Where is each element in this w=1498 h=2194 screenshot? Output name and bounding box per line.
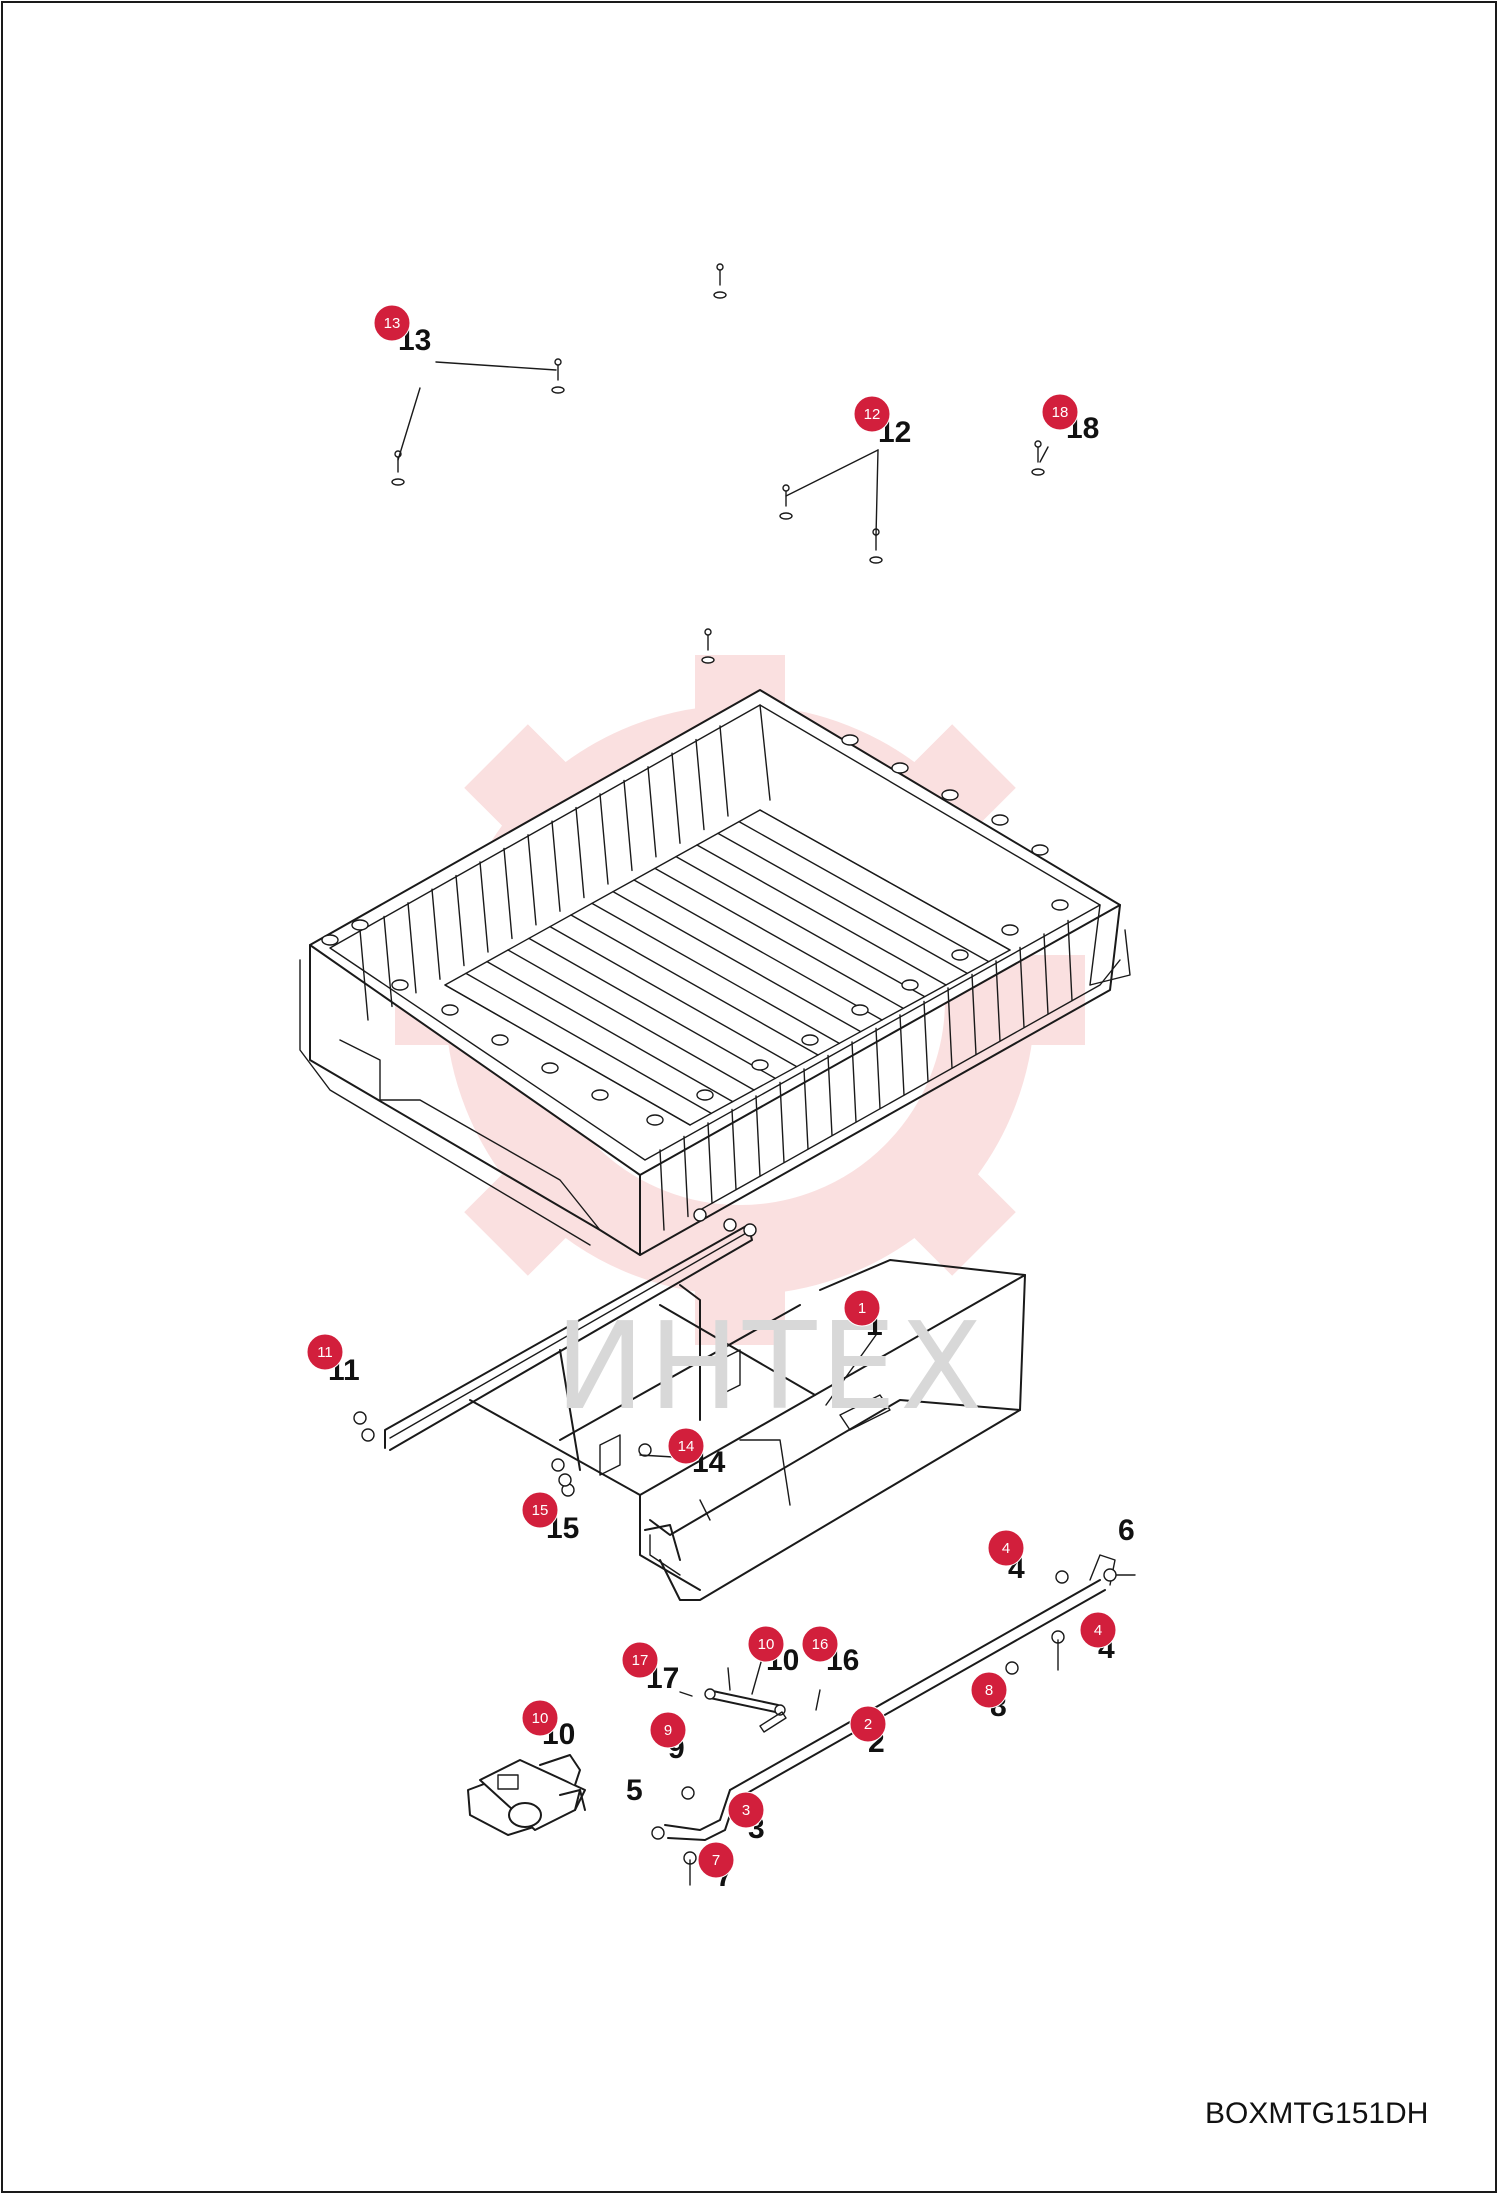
callout-badge-text-7: 7	[712, 1852, 720, 1869]
callout-badge-10b[interactable]: 10	[521, 1699, 559, 1737]
callout-badge-17[interactable]: 17	[621, 1641, 659, 1679]
callout-badge-text-8: 8	[985, 1682, 993, 1699]
callout-badge-text-15: 15	[532, 1502, 549, 1519]
callout-badge-text-14: 14	[678, 1438, 695, 1455]
callout-badge-text-1: 1	[858, 1300, 866, 1317]
callout-badge-15[interactable]: 15	[521, 1491, 559, 1529]
callout-badge-text-9: 9	[664, 1722, 672, 1739]
callout-badge-text-13: 13	[384, 315, 401, 332]
callout-badge-16[interactable]: 16	[801, 1625, 839, 1663]
small-hardware	[353, 1208, 1117, 1886]
top-fasteners	[391, 263, 1049, 664]
callout-badge-14[interactable]: 14	[667, 1427, 705, 1465]
callout-badge-2[interactable]: 2	[849, 1705, 887, 1743]
callout-badge-text-10b: 10	[532, 1710, 549, 1727]
callout-badge-text-10a: 10	[758, 1636, 775, 1653]
callout-badge-text-16: 16	[812, 1636, 829, 1653]
callout-badge-text-2: 2	[864, 1716, 872, 1733]
callout-badge-7[interactable]: 7	[697, 1841, 735, 1879]
callout-badge-12[interactable]: 12	[853, 395, 891, 433]
watermark-text: ИНТЕХ	[555, 1298, 986, 1437]
callout-badge-1[interactable]: 1	[843, 1289, 881, 1327]
drawing-code: BOXMTG151DH	[1205, 2097, 1428, 2130]
callout-badge-10a[interactable]: 10	[747, 1625, 785, 1663]
callout-badge-8[interactable]: 8	[970, 1671, 1008, 1709]
callout-badge-text-4b: 4	[1094, 1622, 1102, 1639]
callout-badge-text-4a: 4	[1002, 1540, 1010, 1557]
cargo-box	[299, 689, 1131, 1256]
callout-badge-text-3: 3	[742, 1802, 750, 1819]
callout-badge-text-12: 12	[864, 406, 881, 423]
callout-badge-text-11: 11	[317, 1344, 333, 1361]
callout-badge-18[interactable]: 18	[1041, 393, 1079, 431]
callout-badge-11[interactable]: 11	[306, 1333, 344, 1371]
pivot-rod	[679, 1647, 821, 1733]
callout-label-5: 5	[626, 1774, 643, 1807]
callout-badge-text-18: 18	[1052, 404, 1069, 421]
callout-badge-13[interactable]: 13	[373, 304, 411, 342]
callout-label-6: 6	[1118, 1514, 1135, 1547]
callout-badge-4b[interactable]: 4	[1079, 1611, 1117, 1649]
linear-actuator	[467, 1754, 586, 1836]
callout-badge-3[interactable]: 3	[727, 1791, 765, 1829]
subframe	[384, 1224, 1026, 1601]
callout-badge-text-17: 17	[632, 1652, 649, 1669]
callout-badge-9[interactable]: 9	[649, 1711, 687, 1749]
callout-badge-4a[interactable]: 4	[987, 1529, 1025, 1567]
